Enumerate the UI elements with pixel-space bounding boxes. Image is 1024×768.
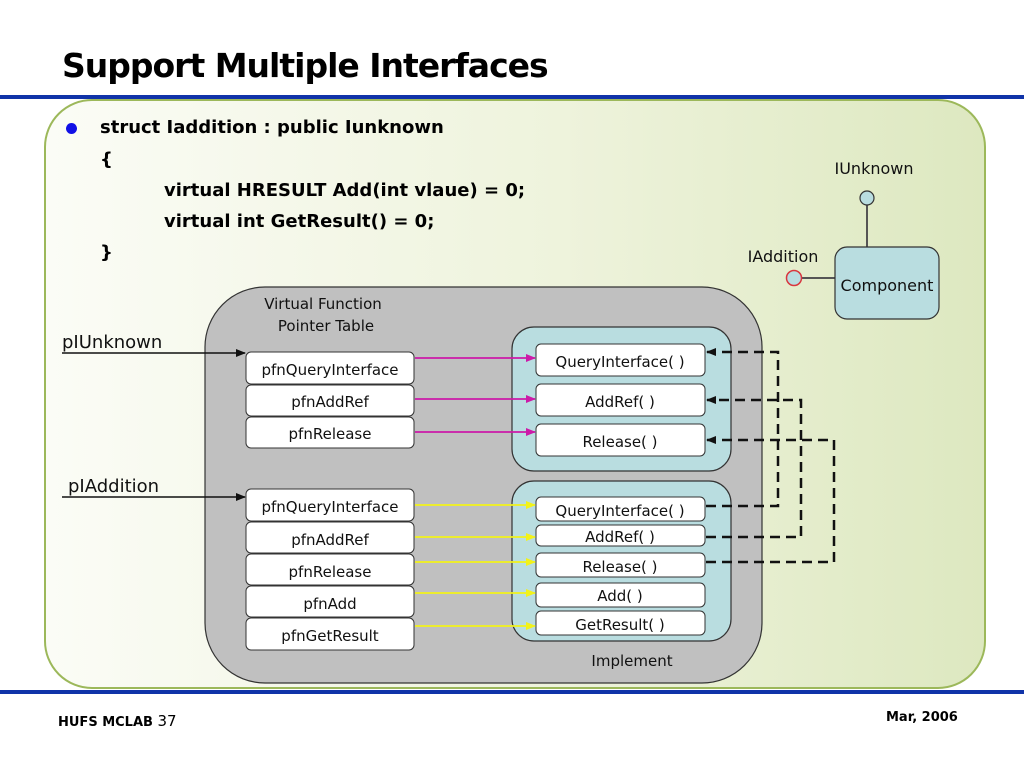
iaddition-link-arrows bbox=[415, 501, 536, 630]
vtable-entry bbox=[245, 521, 415, 554]
method-box bbox=[535, 383, 706, 417]
method-label: QueryInterface( ) bbox=[555, 353, 684, 371]
component-box bbox=[834, 246, 940, 320]
piaddition-label: pIAddition bbox=[68, 476, 159, 497]
vtable-entry-label: pfnQueryInterface bbox=[261, 498, 398, 516]
method-label: Add( ) bbox=[597, 587, 643, 605]
vtable-entry-label: pfnQueryInterface bbox=[261, 361, 398, 379]
vtable-entry-label: pfnRelease bbox=[289, 425, 372, 443]
addref-delegation-arrow bbox=[706, 396, 803, 539]
vtable-entry bbox=[245, 351, 415, 385]
vtable-entry-label: pfnAdd bbox=[303, 595, 356, 613]
code-line-open-brace: { bbox=[100, 149, 113, 170]
implement-label: Implement bbox=[591, 652, 672, 670]
piunknown-label: pIUnknown bbox=[62, 332, 162, 353]
method-label: AddRef( ) bbox=[585, 393, 655, 411]
method-box bbox=[535, 610, 706, 636]
code-line-close-brace: } bbox=[100, 242, 113, 263]
vtable-entry-label: pfnAddRef bbox=[291, 393, 369, 411]
vtable-entry-label: pfnRelease bbox=[289, 563, 372, 581]
vtable-entry bbox=[245, 488, 415, 522]
code-line-add: virtual HRESULT Add(int vlaue) = 0; bbox=[164, 180, 526, 201]
queryinterface-delegation-arrow bbox=[706, 348, 780, 508]
vtable-entry-label: pfnGetResult bbox=[281, 627, 379, 645]
vtable-entry bbox=[245, 384, 415, 417]
method-box bbox=[535, 582, 706, 608]
iunknown-lollipop-icon bbox=[859, 190, 875, 206]
iunknown-link-arrows bbox=[415, 354, 536, 436]
component-label: Component bbox=[841, 276, 934, 295]
footer-date: Mar, 2006 bbox=[886, 710, 958, 725]
vtable-title-line1: Virtual Function bbox=[264, 295, 382, 313]
bullet-icon bbox=[66, 123, 77, 134]
slide-title: Support Multiple Interfaces bbox=[62, 46, 549, 85]
iaddition-methods: QueryInterface( ) AddRef( ) Release( ) A… bbox=[535, 496, 706, 636]
method-label: AddRef( ) bbox=[585, 528, 655, 546]
vtable-entry-label: pfnAddRef bbox=[291, 531, 369, 549]
method-box bbox=[535, 423, 706, 457]
vtable-entry bbox=[245, 617, 415, 651]
iaddition-interface-label: IAddition bbox=[748, 247, 819, 266]
code-line-getresult: virtual int GetResult() = 0; bbox=[164, 211, 435, 232]
footer-left: HUFS MCLAB 37 bbox=[58, 712, 177, 730]
vtable-entry bbox=[245, 416, 415, 449]
component-diagram: IUnknown IAddition Component bbox=[748, 159, 940, 320]
iaddition-vtable-entries: pfnQueryInterface pfnAddRef pfnRelease p… bbox=[245, 488, 415, 651]
method-label: Release( ) bbox=[582, 433, 657, 451]
page-number: 37 bbox=[157, 712, 177, 730]
vtable-title-line2: Pointer Table bbox=[278, 317, 374, 335]
method-label: Release( ) bbox=[582, 558, 657, 576]
code-line-struct: struct Iaddition : public Iunknown bbox=[100, 117, 444, 138]
method-box bbox=[535, 524, 706, 547]
method-box bbox=[535, 343, 706, 377]
delegation-arrows bbox=[706, 348, 836, 564]
method-box bbox=[535, 496, 706, 522]
vtable-entry bbox=[245, 553, 415, 586]
iunknown-vtable-entries: pfnQueryInterface pfnAddRef pfnRelease bbox=[245, 351, 415, 449]
method-label: GetResult( ) bbox=[575, 616, 665, 634]
method-label: QueryInterface( ) bbox=[555, 502, 684, 520]
iunknown-interface-label: IUnknown bbox=[835, 159, 914, 178]
iaddition-lollipop-icon bbox=[785, 269, 803, 287]
iunknown-methods: QueryInterface( ) AddRef( ) Release( ) bbox=[535, 343, 706, 457]
release-delegation-arrow bbox=[706, 436, 836, 564]
vtable-entry bbox=[245, 585, 415, 618]
title-divider bbox=[0, 95, 1024, 99]
footer-divider bbox=[0, 690, 1024, 694]
footer-lab-name: HUFS MCLAB bbox=[58, 715, 153, 730]
method-box bbox=[535, 552, 706, 578]
